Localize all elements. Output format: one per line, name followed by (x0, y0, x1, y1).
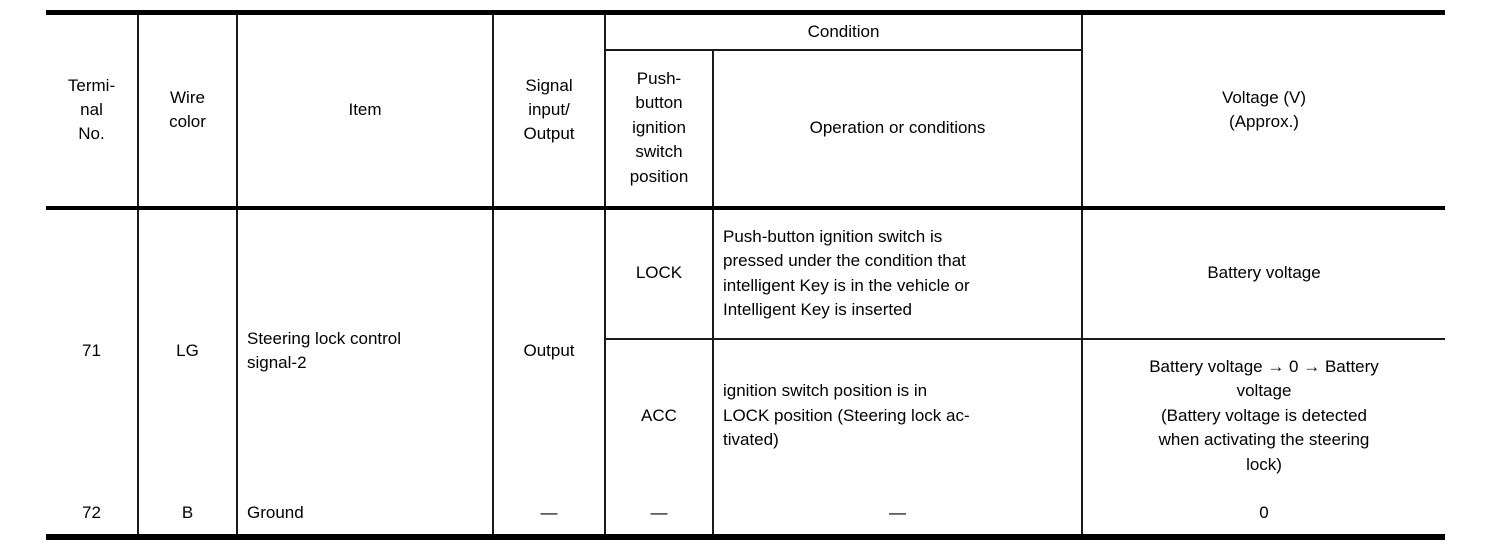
cell-voltage-72: 0 (1081, 492, 1446, 537)
header-wire-color: Wire color (137, 12, 237, 210)
cell-voltage-acc: Battery voltage → 0 → Battery voltage (B… (1081, 338, 1446, 493)
header-terminal-no: Termi- nal No. (46, 12, 138, 210)
terminal-spec-table: Termi- nal No. Wire color Item Signal in… (46, 10, 1446, 540)
header-condition: Condition (603, 12, 1083, 51)
cell-terminal-72: 72 (82, 502, 101, 522)
cell-operation-lock: Push-button ignition switch is pressed u… (711, 207, 1083, 340)
cell-position-lock: LOCK (604, 207, 713, 340)
table-row-71-acc: ACC ignition switch position is in LOCK … (46, 338, 1446, 493)
header-signal-io: Signal input/ Output (492, 12, 605, 210)
header-item: Item (236, 12, 493, 210)
cell-signal-io-71: Output (492, 207, 605, 493)
cell-signal-io-72: — (492, 492, 605, 537)
cell-wire-color-72: B (137, 492, 237, 537)
cell-position-acc: ACC (604, 338, 713, 493)
cell-item-71: Steering lock control signal-2 (236, 207, 493, 493)
table-row-71-lock: 71 LG Steering lock control signal-2 Out… (46, 207, 1446, 493)
cell-operation-72: — (711, 492, 1083, 537)
cell-position-72: — (604, 492, 713, 537)
table-row-72: 72 B Ground — — — 0 (46, 492, 1446, 537)
cell-item-72: Ground (236, 492, 493, 537)
header-operation: Operation or conditions (711, 49, 1083, 210)
header-switch-position: Push- button ignition switch position (604, 49, 713, 210)
cell-operation-acc: ignition switch position is in LOCK posi… (711, 338, 1083, 493)
header-voltage: Voltage (V) (Approx.) (1081, 12, 1446, 210)
cell-wire-color-71: LG (137, 207, 237, 493)
cell-voltage-lock: Battery voltage (1081, 207, 1446, 340)
terminal-spec-table-wrap: Termi- nal No. Wire color Item Signal in… (46, 10, 1446, 540)
cell-terminal-71: 71 (82, 340, 101, 360)
